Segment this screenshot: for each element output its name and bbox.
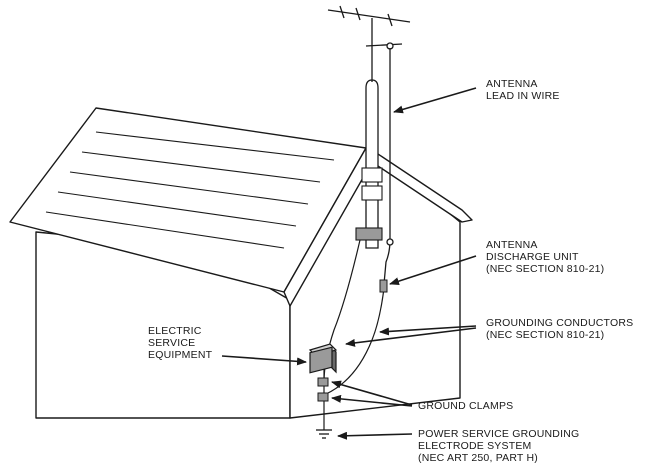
label-antenna-lead-in-wire: ANTENNA LEAD IN WIRE: [486, 78, 560, 102]
antenna-crossbar: [327, 9, 411, 23]
antenna-element: [355, 7, 361, 21]
arrow-power-grounding: [337, 431, 413, 440]
ground-clamp: [317, 377, 329, 387]
label-electric-service-equipment: ELECTRIC SERVICE EQUIPMENT: [148, 325, 212, 361]
electric-service-box: [309, 346, 333, 374]
arrow-ground-clamp-2: [331, 394, 413, 407]
label-line: DISCHARGE UNIT: [486, 251, 579, 263]
antenna-discharge-unit: [379, 279, 388, 293]
label-line: GROUND CLAMPS: [418, 400, 514, 412]
label-grounding-conductors: GROUNDING CONDUCTORS (NEC SECTION 810-21…: [486, 317, 633, 341]
arrow-grounding-conductor-2: [345, 327, 477, 347]
mast-bracket: [361, 167, 383, 183]
antenna-mast: [365, 79, 379, 249]
ground-clamp: [317, 392, 329, 402]
arrow-ground-clamp-1: [331, 380, 413, 406]
arrow-lead-in-wire: [393, 87, 477, 114]
label-line: ELECTRIC: [148, 325, 202, 337]
mast-bracket: [361, 185, 383, 201]
roof-line: [95, 131, 335, 161]
label-ground-clamps: GROUND CLAMPS: [418, 400, 513, 412]
antenna-element: [387, 13, 393, 27]
label-line: LEAD IN WIRE: [486, 90, 560, 102]
label-line: ELECTRODE SYSTEM: [418, 440, 532, 452]
label-power-service-grounding: POWER SERVICE GROUNDING ELECTRODE SYSTEM…: [418, 428, 579, 464]
label-line: (NEC ART 250, PART H): [418, 452, 538, 464]
standoff: [386, 238, 394, 246]
label-line: GROUNDING CONDUCTORS: [486, 317, 634, 329]
mast-bracket: [355, 227, 383, 241]
arrow-grounding-conductor-1: [379, 325, 477, 336]
arrow-discharge-unit: [389, 255, 477, 286]
roof-line: [57, 191, 297, 227]
arrow-electric-service: [221, 355, 307, 366]
label-line: ANTENNA: [486, 239, 538, 251]
label-antenna-discharge-unit: ANTENNA DISCHARGE UNIT (NEC SECTION 810-…: [486, 239, 604, 275]
antenna-crossbar: [365, 43, 403, 47]
antenna-element: [339, 5, 345, 19]
label-line: (NEC SECTION 810-21): [486, 329, 605, 341]
roof-line: [69, 171, 309, 205]
roof-line: [81, 151, 321, 183]
label-line: SERVICE: [148, 337, 196, 349]
label-line: EQUIPMENT: [148, 349, 213, 361]
label-line: ANTENNA: [486, 78, 538, 90]
roof-line: [45, 211, 285, 249]
label-line: POWER SERVICE GROUNDING: [418, 428, 580, 440]
label-line: (NEC SECTION 810-21): [486, 263, 605, 275]
